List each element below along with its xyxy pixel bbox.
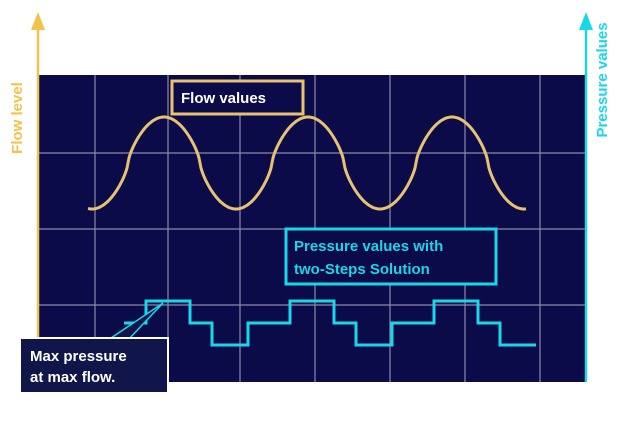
pressure-label-box: Pressure values with two-Steps Solution [284,227,498,286]
pressure-axis-label: Pressure values [594,22,611,137]
pressure-axis-arrow-icon [579,12,593,30]
flow-axis-arrow-icon [31,12,45,30]
flow-label-text: Flow values [181,90,266,107]
flow-label-box-frame [170,79,305,116]
pressure-axis [579,12,593,382]
pressure-curve [124,299,536,347]
callout-line-2: at max flow. [30,369,115,386]
flow-label-box: Flow values [170,79,305,116]
pressure-label-box-frame [284,227,498,286]
callout-line-1: Max pressure [30,348,127,365]
pressure-label-line-1: Pressure values with [294,238,443,255]
callout-box [19,337,169,394]
pressure-label-line-2: two-Steps Solution [294,261,430,278]
max-pressure-callout: Max pressure at max flow. [19,302,169,394]
flow-axis-label: Flow level [9,82,26,154]
flow-axis [31,12,45,382]
flow-curve [87,115,527,211]
